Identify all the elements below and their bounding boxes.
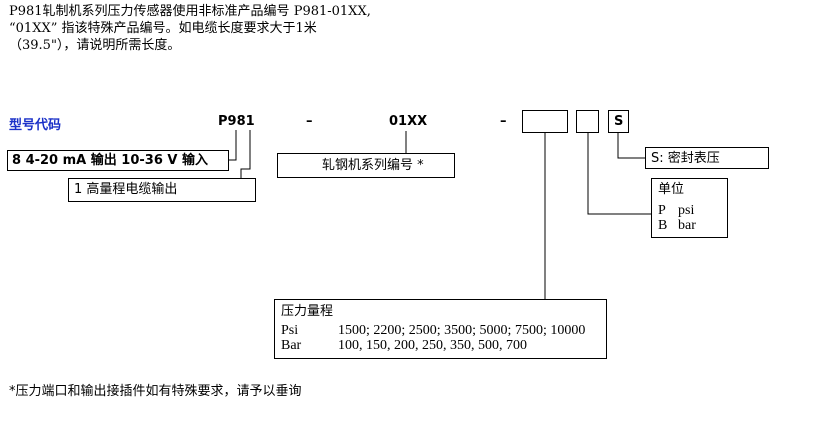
dash-separator-2: – xyxy=(500,114,507,129)
connector-output-signal xyxy=(229,130,237,161)
pressure-range-title: 压力量程 xyxy=(281,304,334,319)
intro-paragraph: P981轧制机系列压力传感器使用非标准产品编号 P981-01XX, “01XX… xyxy=(9,3,371,54)
pressure-values-psi: 1500; 2200; 2500; 3500; 5000; 7500; 1000… xyxy=(338,323,586,338)
pressure-values-bar: 100, 150, 200, 250, 350, 500, 700 xyxy=(338,338,527,353)
model-code-label: 型号代码 xyxy=(9,118,62,133)
output-signal-text: 8 4-20 mA 输出 10-36 V 输入 xyxy=(12,153,208,168)
seal-text: S: 密封表压 xyxy=(651,151,720,166)
unit-code-b: B xyxy=(658,218,668,233)
cable-output-box: 1 高量程电缆输出 xyxy=(68,178,256,202)
cable-output-text: 1 高量程电缆输出 xyxy=(74,182,178,197)
connector-cable-output xyxy=(240,130,251,178)
dash-separator-1: – xyxy=(306,114,313,129)
unit-code-slot xyxy=(576,110,599,133)
unit-title: 单位 xyxy=(658,182,685,197)
unit-name-bar: bar xyxy=(678,218,696,233)
intro-line-2: “01XX” 指该特殊产品编号。如电缆长度要求大于1米 xyxy=(9,21,317,36)
pressure-unit-bar: Bar xyxy=(281,338,302,353)
mill-series-text: 轧钢机系列编号 * xyxy=(322,158,424,173)
product-number-code: 01XX xyxy=(389,114,428,129)
model-prefix: P981 xyxy=(218,114,255,129)
pressure-range-code-slot xyxy=(522,110,568,133)
connector-seal xyxy=(617,133,645,159)
mill-series-box: 轧钢机系列编号 * xyxy=(277,153,455,178)
pressure-unit-psi: Psi xyxy=(281,323,299,338)
intro-line-1: P981轧制机系列压力传感器使用非标准产品编号 P981-01XX, xyxy=(9,4,371,19)
unit-box: 单位 P psi B bar xyxy=(651,178,728,238)
seal-box: S: 密封表压 xyxy=(645,147,769,169)
unit-code-p: P xyxy=(658,203,666,218)
footnote: *压力端口和输出接插件如有特殊要求，请予以垂询 xyxy=(9,384,302,399)
unit-name-psi: psi xyxy=(678,203,695,218)
output-signal-box: 8 4-20 mA 输出 10-36 V 输入 xyxy=(7,150,229,171)
intro-line-3: （39.5"），请说明所需长度。 xyxy=(9,38,181,53)
seal-code-slot: S xyxy=(608,110,629,133)
seal-code-letter: S xyxy=(614,114,624,129)
connector-unit xyxy=(587,133,651,215)
pressure-range-box: 压力量程 Psi 1500; 2200; 2500; 3500; 5000; 7… xyxy=(274,299,607,359)
